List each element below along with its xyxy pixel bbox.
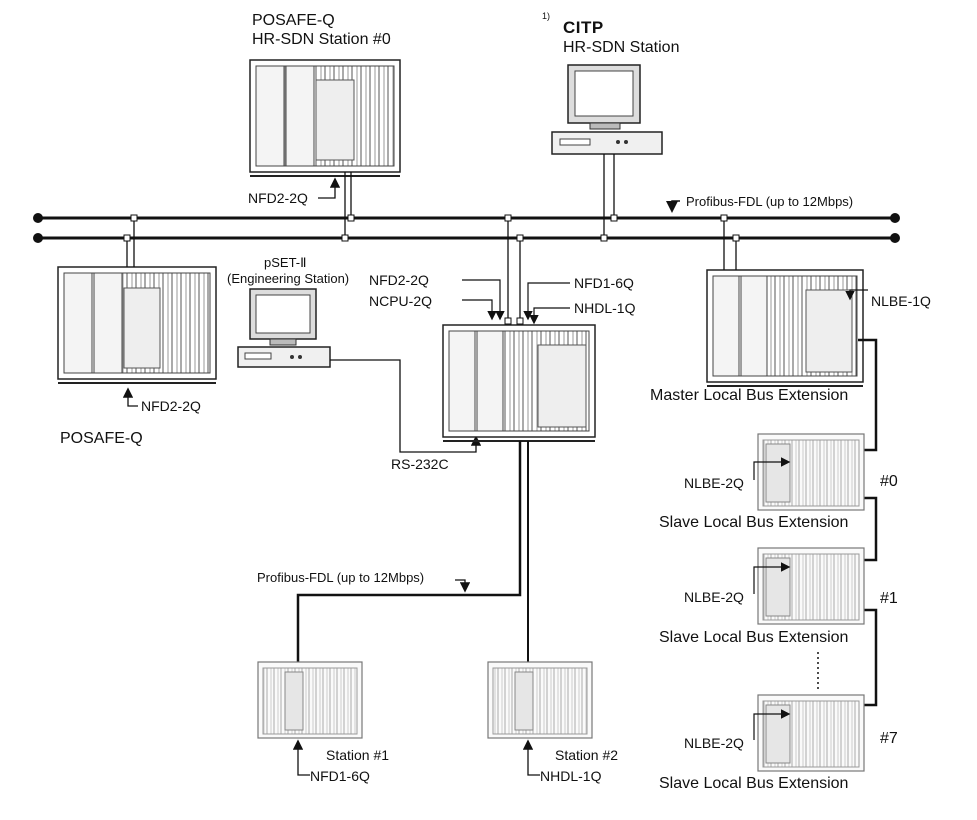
posafe-left-rack (57, 266, 217, 384)
profibus-bottom-label: Profibus-FDL (up to 12Mbps) (257, 570, 425, 585)
master-module-label: NLBE-1Q (871, 293, 931, 309)
citp-subtitle: HR-SDN Station (563, 39, 680, 56)
slave-0-module-label: NLBE-2Q (684, 475, 744, 491)
citp-title: CITP (563, 18, 604, 37)
slave-1-title: Slave Local Bus Extension (659, 629, 849, 646)
master-lbe-rack (706, 269, 864, 387)
station-2-title: Station #2 (555, 747, 619, 763)
central-nfd2-label: NFD2-2Q (369, 272, 429, 288)
master-title: Master Local Bus Extension (650, 387, 849, 404)
slave-1-number: #1 (880, 590, 898, 607)
rs232-label: RS-232C (391, 456, 449, 472)
slave-lbe-0-rack (757, 433, 865, 511)
slave-7-title: Slave Local Bus Extension (659, 775, 849, 792)
central-rack (442, 324, 596, 442)
posafe-top-module-label: NFD2-2Q (248, 190, 308, 206)
station-1-rack (257, 661, 363, 739)
slave-lbe-7-rack (757, 694, 865, 772)
slave-1-module-label: NLBE-2Q (684, 589, 744, 605)
profibus-bus (33, 200, 900, 243)
central-nhdl-label: NHDL-1Q (574, 300, 636, 316)
station-1-title: Station #1 (326, 747, 390, 763)
slave-0-number: #0 (880, 473, 898, 490)
station-2-rack (487, 661, 593, 739)
posafe-top-subtitle: HR-SDN Station #0 (252, 31, 391, 48)
citp-workstation (551, 64, 663, 155)
pset-workstation (237, 288, 331, 368)
posafe-top-rack (249, 59, 401, 177)
slave-0-title: Slave Local Bus Extension (659, 514, 849, 531)
profibus-top-label: Profibus-FDL (up to 12Mbps) (686, 194, 854, 209)
slave-7-number: #7 (880, 730, 898, 747)
station-1-module-label: NFD1-6Q (310, 768, 370, 784)
central-ncpu-label: NCPU-2Q (369, 293, 433, 309)
slave-lbe-1-rack (757, 547, 865, 625)
posafe-top-title: POSAFE-Q (252, 12, 335, 29)
central-nfd1-label: NFD1-6Q (574, 275, 634, 291)
citp-footnote: 1) (542, 11, 551, 21)
posafe-left-module-label: NFD2-2Q (141, 398, 201, 414)
pset-title: pSET-Ⅱ (264, 255, 307, 270)
posafe-left-title: POSAFE-Q (60, 430, 143, 447)
station-2-module-label: NHDL-1Q (540, 768, 602, 784)
pset-subtitle: (Engineering Station) (227, 271, 350, 286)
slave-7-module-label: NLBE-2Q (684, 735, 744, 751)
